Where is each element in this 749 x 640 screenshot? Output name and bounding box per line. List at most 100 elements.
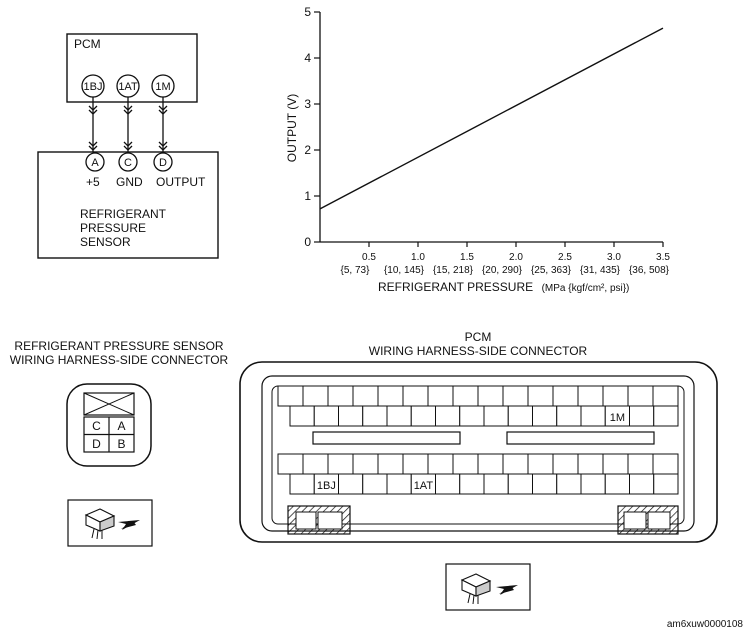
pcm-bottom-row1-cell <box>377 453 404 475</box>
pcm-bottom-row2-cell <box>507 473 533 495</box>
x-axis-label-main: REFRIGERANT PRESSURE <box>378 280 533 294</box>
pcm-harness-view-direction-icon <box>445 563 531 611</box>
connector-latch <box>83 392 135 416</box>
pcm-bottom-row1-cell <box>402 453 429 475</box>
pcm-pin-1at: 1AT <box>116 74 140 98</box>
y-tick-label: 2 <box>304 143 311 157</box>
sensor-name-line-3: SENSOR <box>80 235 131 249</box>
pcm-top-row2-cell <box>532 405 558 427</box>
y-axis-label: OUTPUT (V) <box>285 94 299 162</box>
x-tick-sublabel: {25, 363} <box>531 265 572 276</box>
pcm-top-row2-cell <box>580 405 606 427</box>
pcm-bottom-row2-cell <box>483 473 509 495</box>
pcm-top-row2-cell <box>483 405 509 427</box>
pcm-label: PCM <box>74 37 101 51</box>
pcm-bottom-row2-cell <box>580 473 606 495</box>
pcm-bottom-row2-cell <box>629 473 655 495</box>
pcm-top-row1-cell <box>452 385 479 407</box>
pin-function-output: OUTPUT <box>156 175 206 189</box>
y-tick-label: 5 <box>304 5 311 19</box>
pcm-top-row1-cell <box>502 385 529 407</box>
sensor-connector-view: REFRIGERANT PRESSURE SENSOR WIRING HARNE… <box>10 339 229 547</box>
sensor-cell-d: D <box>92 437 101 451</box>
sensor-cell-c: C <box>92 419 101 433</box>
pcm-top-row1-cell <box>552 385 579 407</box>
x-tick-sublabel: {5, 73} <box>341 265 371 276</box>
sensor-box <box>37 151 219 259</box>
svg-text:1AT: 1AT <box>118 81 138 93</box>
pcm-top-row1-cell <box>427 385 454 407</box>
sensor-cell-a: A <box>117 419 125 433</box>
x-tick-sublabel: {31, 435} <box>580 265 621 276</box>
sensor-pin-d: D <box>153 152 173 172</box>
sensor-name-line-2: PRESSURE <box>80 221 146 235</box>
x-tick-label: 3.0 <box>607 252 621 263</box>
pcm-bottom-row2-cell <box>289 473 315 495</box>
x-axis-label-units: (MPa {kgf/cm², psi}) <box>542 283 630 294</box>
pcm-top-row1-cell <box>527 385 554 407</box>
pcm-top-row1-cell <box>477 385 504 407</box>
x-tick-sublabel: {36, 508} <box>629 265 670 276</box>
pcm-top-row2-cell <box>386 405 412 427</box>
pcm-bottom-row1-cell <box>277 453 304 475</box>
y-tick-label: 0 <box>304 235 311 249</box>
pcm-terminal-label-1m: 1M <box>610 412 625 424</box>
svg-text:A: A <box>91 157 99 169</box>
pcm-bottom-row2-cell <box>338 473 364 495</box>
pcm-bottom-row2-cell <box>532 473 558 495</box>
pcm-top-row1-cell <box>402 385 429 407</box>
pcm-connector-title-2: WIRING HARNESS-SIDE CONNECTOR <box>369 344 588 358</box>
x-axis-label: REFRIGERANT PRESSURE (MPa {kgf/cm², psi}… <box>378 278 629 295</box>
svg-text:1BJ: 1BJ <box>84 81 103 93</box>
pcm-top-row1-cell <box>302 385 329 407</box>
y-tick-label: 4 <box>304 51 311 65</box>
pcm-top-row1-cell <box>652 385 679 407</box>
pcm-bottom-row2-cell <box>435 473 461 495</box>
harness-view-direction-icon <box>67 499 153 547</box>
wires <box>88 97 168 152</box>
pcm-top-row1-cell <box>277 385 304 407</box>
pcm-bottom-row1-cell <box>327 453 354 475</box>
pcm-top-row2-cell <box>507 405 533 427</box>
pcm-terminal-label-1bj: 1BJ <box>317 480 336 492</box>
pcm-lock-tab-left <box>287 505 351 535</box>
x-tick-label: 1.5 <box>460 252 474 263</box>
pcm-top-row2-cell <box>459 405 485 427</box>
pcm-top-row2-cell <box>289 405 315 427</box>
pcm-top-row2-cell <box>653 405 679 427</box>
pcm-top-row1-cell <box>352 385 379 407</box>
svg-text:D: D <box>159 157 167 169</box>
pcm-top-row1-cell <box>627 385 654 407</box>
pcm-top-row1-cell <box>602 385 629 407</box>
pcm-bottom-row2-cell <box>459 473 485 495</box>
pin-function-plus5: +5 <box>86 175 100 189</box>
x-tick-label: 0.5 <box>362 252 376 263</box>
sensor-cell-b: B <box>117 437 125 451</box>
pin-function-gnd: GND <box>116 175 143 189</box>
x-tick-sublabel: {15, 218} <box>433 265 474 276</box>
pcm-slot-right <box>506 431 655 445</box>
pcm-bottom-row1-cell <box>502 453 529 475</box>
pcm-pin-1m: 1M <box>151 74 175 98</box>
pcm-connector-housing <box>239 361 718 543</box>
x-tick-label: 2.5 <box>558 252 572 263</box>
figure-code: am6xuw0000108 <box>667 619 744 630</box>
sensor-pin-a: A <box>85 152 105 172</box>
pcm-bottom-row1-cell <box>602 453 629 475</box>
x-tick-label: 2.0 <box>509 252 523 263</box>
pcm-top-row1-cell <box>327 385 354 407</box>
sensor-connector-title-2: WIRING HARNESS-SIDE CONNECTOR <box>10 353 229 367</box>
pcm-top-row2-cell <box>556 405 582 427</box>
output-line <box>319 27 664 210</box>
pcm-connector-title-1: PCM <box>465 330 492 344</box>
pcm-top-row2-cell <box>410 405 436 427</box>
sensor-name-line-1: REFRIGERANT <box>80 207 167 221</box>
pcm-bottom-row1-cell <box>302 453 329 475</box>
sensor-pin-c: C <box>118 152 138 172</box>
pcm-slot-left <box>312 431 461 445</box>
x-tick-label: 1.0 <box>411 252 425 263</box>
